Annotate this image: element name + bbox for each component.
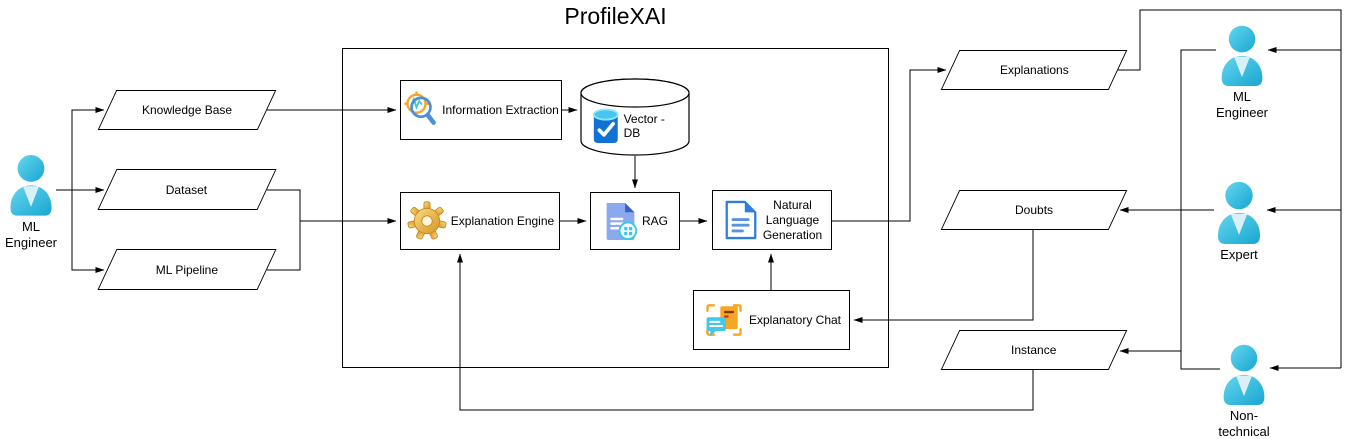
vector-db-label: Vector - DB bbox=[623, 112, 665, 140]
actor-label: Expert bbox=[1220, 247, 1258, 262]
person-icon bbox=[1219, 343, 1269, 405]
dataset-label: Dataset bbox=[166, 182, 208, 197]
node-information-extraction: Information Extraction bbox=[400, 80, 562, 140]
node-rag: RAG bbox=[590, 192, 680, 250]
actor-label: ML Engineer bbox=[4, 219, 58, 250]
edge-nlg-to-explanations bbox=[832, 67, 947, 222]
edge-doubts-to-explanatorychat bbox=[853, 230, 1034, 323]
document-apps-icon bbox=[606, 202, 638, 240]
rag-label: RAG bbox=[641, 214, 668, 228]
actor-label: Non- technical bbox=[1218, 408, 1270, 439]
actor-expert: Expert bbox=[1211, 180, 1267, 263]
actor-ml-engineer-left: ML Engineer bbox=[2, 153, 60, 251]
vector-db-content: Vector - DB bbox=[592, 104, 684, 148]
edge-dataset-mlpipeline-merge bbox=[267, 189, 301, 271]
actor-label: ML Engineer bbox=[1215, 89, 1269, 120]
knowledge-base-label: Knowledge Base bbox=[141, 103, 233, 117]
explanatory-chat-label: Explanatory Chat bbox=[748, 313, 842, 327]
database-check-icon bbox=[592, 108, 619, 143]
gear-icon bbox=[407, 201, 447, 240]
ml-pipeline-label: ML Pipeline bbox=[155, 262, 219, 277]
edge-explanations-loop bbox=[1118, 9, 1342, 368]
edge-mlengineer-to-mlpipeline bbox=[71, 190, 105, 273]
shape-dataset: Dataset bbox=[97, 169, 277, 210]
shape-ml-pipeline: ML Pipeline bbox=[97, 249, 277, 290]
actor-ml-engineer-right: ML Engineer bbox=[1214, 24, 1270, 121]
shape-instance: Instance bbox=[940, 330, 1128, 370]
profilexai-boundary-box bbox=[342, 48, 889, 368]
node-explanatory-chat: Explanatory Chat bbox=[693, 290, 850, 350]
chat-frame-icon bbox=[706, 304, 742, 337]
shape-doubts: Doubts bbox=[940, 190, 1128, 230]
shape-explanations: Explanations bbox=[940, 50, 1128, 90]
doubts-label: Doubts bbox=[1014, 203, 1054, 217]
natural-language-generation-label: Natural Language Generation bbox=[762, 197, 823, 242]
diagram-title: ProfileXAI bbox=[564, 3, 667, 29]
explanation-engine-label: Explanation Engine bbox=[450, 214, 555, 228]
information-extraction-label: Information Extraction bbox=[442, 103, 559, 117]
document-text-icon bbox=[725, 200, 757, 240]
explanations-label: Explanations bbox=[999, 63, 1069, 77]
shape-knowledge-base: Knowledge Base bbox=[97, 90, 277, 130]
actor-non-technical: Non- technical bbox=[1216, 343, 1272, 439]
node-explanation-engine: Explanation Engine bbox=[400, 192, 560, 250]
search-insights-icon bbox=[404, 91, 436, 125]
person-icon bbox=[6, 153, 56, 216]
edge-instance-to-explanationengine bbox=[457, 253, 1034, 411]
edge-mlengineer-to-knowledgebase bbox=[56, 107, 105, 191]
person-icon bbox=[1213, 180, 1265, 244]
node-natural-language-generation: Natural Language Generation bbox=[712, 190, 832, 250]
person-icon bbox=[1217, 24, 1267, 86]
instance-label: Instance bbox=[1011, 343, 1057, 357]
